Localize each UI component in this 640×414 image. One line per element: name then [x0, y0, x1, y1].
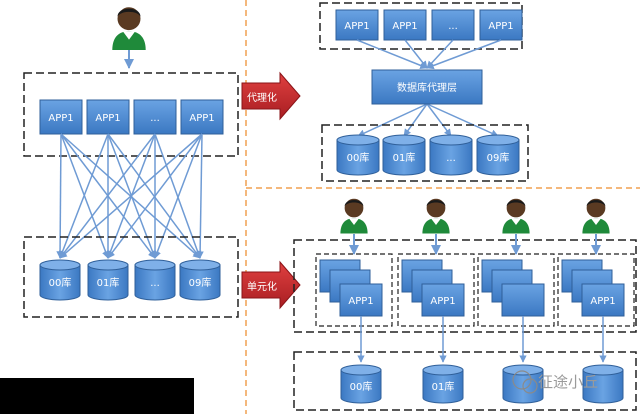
connection-line: [196, 133, 204, 259]
unit-db-group: [293, 351, 637, 411]
left-db: 00库: [39, 259, 81, 301]
unit-arrow: 单元化: [241, 260, 301, 310]
proxy-app-box-label: APP1: [488, 21, 513, 32]
user-icon: [112, 7, 146, 50]
unit-app-box-label: APP1: [348, 296, 373, 307]
user-icon: [422, 198, 450, 234]
connection-lines: [56, 133, 204, 259]
left-app-box-label: ...: [150, 113, 160, 124]
proxy-db-group: [321, 124, 529, 182]
left-db-group: [23, 236, 239, 318]
connection-line: [56, 133, 64, 259]
unit-app-box: APP1: [339, 283, 383, 317]
proxy-arrow: 代理化: [241, 71, 301, 121]
left-app-box: ...: [133, 99, 177, 135]
user-icon: [582, 198, 610, 234]
connection-line: [59, 133, 203, 259]
left-db-label: 01库: [97, 276, 120, 289]
proxy-db: ...: [429, 134, 473, 176]
left-db-label: 00库: [49, 276, 72, 289]
watermark-text: 征途小丘: [538, 373, 598, 391]
proxy-app-box-label: APP1: [392, 21, 417, 32]
divider-lines: [245, 0, 640, 414]
unit-app-group: [293, 239, 637, 333]
proxy-app-box: ...: [431, 9, 475, 41]
unit-app-box: APP1: [421, 283, 465, 317]
left-db-label: 09库: [189, 276, 212, 289]
unit-app-box-label: APP1: [590, 296, 615, 307]
proxy-down-line: [426, 103, 452, 137]
left-app-box-label: APP1: [48, 113, 73, 124]
black-block: [0, 378, 194, 414]
proxy-app-box: APP1: [383, 9, 427, 41]
left-db: ...: [134, 259, 176, 301]
proxy-db-label: 09库: [487, 151, 510, 164]
unit-app-frame: [557, 253, 635, 327]
unit-arrow-label: 单元化: [247, 280, 277, 293]
proxy-layer-label: 数据库代理层: [397, 81, 457, 94]
proxy-db-label: 00库: [347, 151, 370, 164]
left-app-box: APP1: [39, 99, 83, 135]
unit-app-box: APP1: [581, 283, 625, 317]
proxy-db: 09库: [476, 134, 520, 176]
unit-db: 00库: [340, 364, 382, 404]
proxy-db: 01库: [382, 134, 426, 176]
proxy-layer-box: [371, 69, 483, 105]
watermark: 征途小丘: [512, 370, 598, 394]
proxy-down-line: [403, 103, 428, 137]
unit-3: APP1: [557, 198, 635, 404]
unit-db-label: 00库: [350, 380, 373, 393]
unit-1: APP1 01库: [397, 198, 475, 404]
unit-db-label: 01库: [432, 380, 455, 393]
unit-db: [582, 364, 624, 404]
left-db-label: ...: [150, 278, 160, 289]
proxy-app-box: APP1: [335, 9, 379, 41]
proxy-down-line: [426, 103, 499, 137]
unit-app-frame: [477, 253, 555, 327]
unit-app-frame: [315, 253, 393, 327]
unit-2: [477, 198, 555, 404]
unit-app-frame: [397, 253, 475, 327]
proxy-db: 00库: [336, 134, 380, 176]
left-app-box: APP1: [86, 99, 130, 135]
proxy-app-box-label: ...: [448, 21, 458, 32]
left-app-box-label: APP1: [189, 113, 214, 124]
left-db: 01库: [87, 259, 129, 301]
proxy-app-box: APP1: [479, 9, 523, 41]
left-app-box: APP1: [180, 99, 224, 135]
left-db: 09库: [179, 259, 221, 301]
proxy-up-line: [404, 39, 428, 69]
proxy-arrow-label: 代理化: [247, 91, 277, 104]
proxy-down-line: [357, 103, 428, 137]
left-app-box-label: APP1: [95, 113, 120, 124]
proxy-app-group: [319, 2, 523, 50]
unit-0: APP1 00库: [315, 198, 393, 404]
proxy-db-label: ...: [446, 153, 456, 164]
unit-app-box-label: APP1: [430, 296, 455, 307]
unit-app-box: [501, 283, 545, 317]
proxy-db-label: 01库: [393, 151, 416, 164]
proxy-up-line: [356, 39, 428, 69]
user-icon: [340, 198, 368, 234]
user-icon: [502, 198, 530, 234]
unit-db: 01库: [422, 364, 464, 404]
left-app-group: [23, 72, 239, 157]
proxy-app-box-label: APP1: [344, 21, 369, 32]
proxy-up-line: [426, 39, 502, 70]
